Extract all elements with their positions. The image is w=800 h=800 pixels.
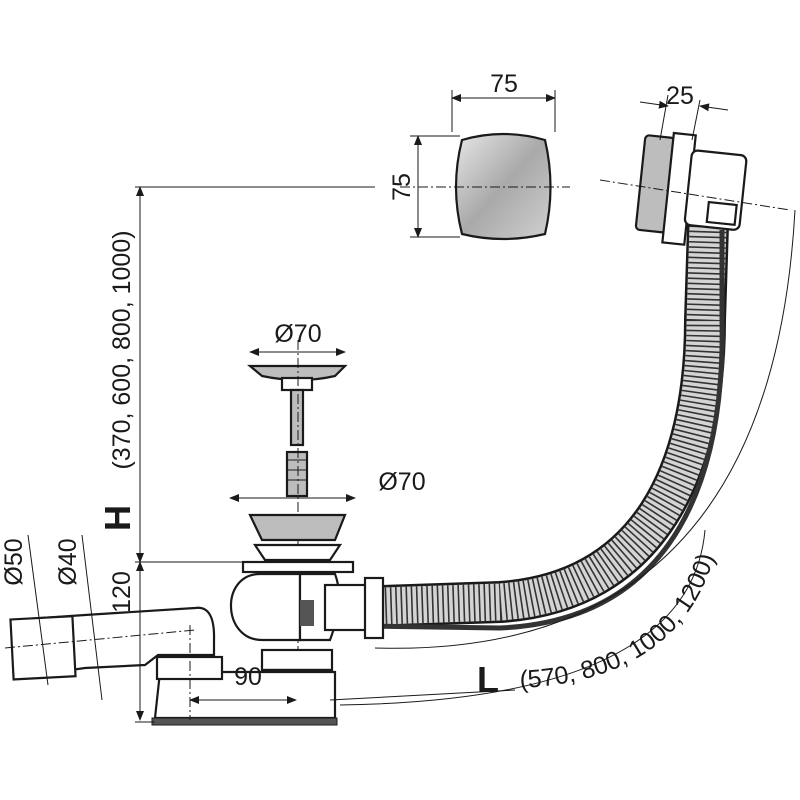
cap-height-label: 75 [388, 173, 416, 201]
overflow-cap [400, 132, 570, 241]
length-letter: L [477, 659, 499, 700]
outlet-outer-diameter-label: Ø50 [0, 538, 28, 585]
trap [4, 606, 338, 726]
overflow-depth-label: 25 [666, 82, 694, 110]
trap-height-label: 120 [108, 571, 136, 613]
strainer-diameter-label: Ø70 [378, 468, 425, 496]
flexible-hose [299, 224, 729, 631]
outlet-inner-diameter-label: Ø40 [54, 538, 82, 585]
cap-width-label: 75 [490, 70, 518, 98]
height-letter: H [97, 505, 138, 531]
plug [246, 340, 348, 720]
trap-offset-label: 90 [234, 663, 262, 691]
overflow-body [634, 131, 748, 246]
plug-diameter-label: Ø70 [274, 320, 321, 348]
height-options: (370, 600, 800, 1000) [108, 230, 136, 469]
dimension-lines [27, 90, 796, 723]
